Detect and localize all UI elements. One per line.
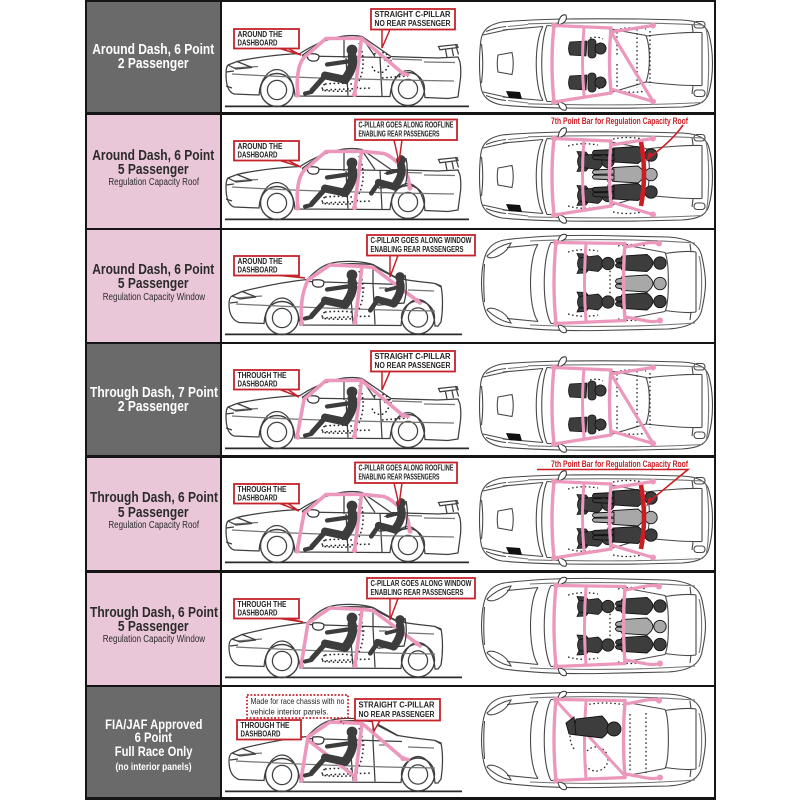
svg-text:C-PILLAR GOES ALONG ROOFLINE: C-PILLAR GOES ALONG ROOFLINE xyxy=(359,119,454,129)
svg-text:NO REAR PASSENGER: NO REAR PASSENGER xyxy=(359,709,436,719)
svg-text:DASHBOARD: DASHBOARD xyxy=(238,38,278,48)
svg-text:DASHBOARD: DASHBOARD xyxy=(238,607,278,617)
svg-text:AROUND THE: AROUND THE xyxy=(238,29,283,39)
svg-text:C-PILLAR GOES ALONG WINDOW: C-PILLAR GOES ALONG WINDOW xyxy=(371,235,473,245)
svg-text:AROUND THE: AROUND THE xyxy=(238,140,283,150)
svg-text:7th Point Bar for Regulation C: 7th Point Bar for Regulation Capacity Ro… xyxy=(551,458,689,469)
svg-text:STRAIGHT C-PILLAR: STRAIGHT C-PILLAR xyxy=(375,351,452,361)
svg-text:DASHBOARD: DASHBOARD xyxy=(238,264,278,274)
svg-text:STRAIGHT C-PILLAR: STRAIGHT C-PILLAR xyxy=(375,10,452,20)
svg-text:C-PILLAR GOES ALONG WINDOW: C-PILLAR GOES ALONG WINDOW xyxy=(371,578,473,588)
svg-text:ENABLING REAR PASSENGERS: ENABLING REAR PASSENGERS xyxy=(359,471,440,481)
svg-text:THROUGH THE: THROUGH THE xyxy=(238,483,287,493)
svg-text:ENABLING REAR PASSENGERS: ENABLING REAR PASSENGERS xyxy=(371,244,464,254)
svg-text:vehicle interior panels.: vehicle interior panels. xyxy=(251,706,329,716)
svg-text:C-PILLAR GOES ALONG ROOFLINE: C-PILLAR GOES ALONG ROOFLINE xyxy=(359,462,454,472)
svg-text:DASHBOARD: DASHBOARD xyxy=(238,149,278,159)
svg-text:Made for race chassis with no: Made for race chassis with no xyxy=(251,696,345,706)
svg-text:ENABLING REAR PASSENGERS: ENABLING REAR PASSENGERS xyxy=(371,587,464,597)
svg-text:AROUND THE: AROUND THE xyxy=(238,256,283,266)
svg-text:DASHBOARD: DASHBOARD xyxy=(238,492,278,502)
svg-text:7th Point Bar for Regulation C: 7th Point Bar for Regulation Capacity Ro… xyxy=(551,115,689,126)
svg-text:NO REAR PASSENGER: NO REAR PASSENGER xyxy=(375,360,452,370)
svg-text:THROUGH THE: THROUGH THE xyxy=(238,370,287,380)
svg-text:DASHBOARD: DASHBOARD xyxy=(238,378,278,388)
svg-text:ENABLING REAR PASSENGERS: ENABLING REAR PASSENGERS xyxy=(359,128,440,138)
svg-text:THROUGH THE: THROUGH THE xyxy=(241,720,290,730)
svg-text:STRAIGHT C-PILLAR: STRAIGHT C-PILLAR xyxy=(359,699,436,709)
svg-text:DASHBOARD: DASHBOARD xyxy=(241,728,281,738)
svg-text:THROUGH THE: THROUGH THE xyxy=(238,598,287,608)
svg-text:NO REAR PASSENGER: NO REAR PASSENGER xyxy=(375,19,452,29)
